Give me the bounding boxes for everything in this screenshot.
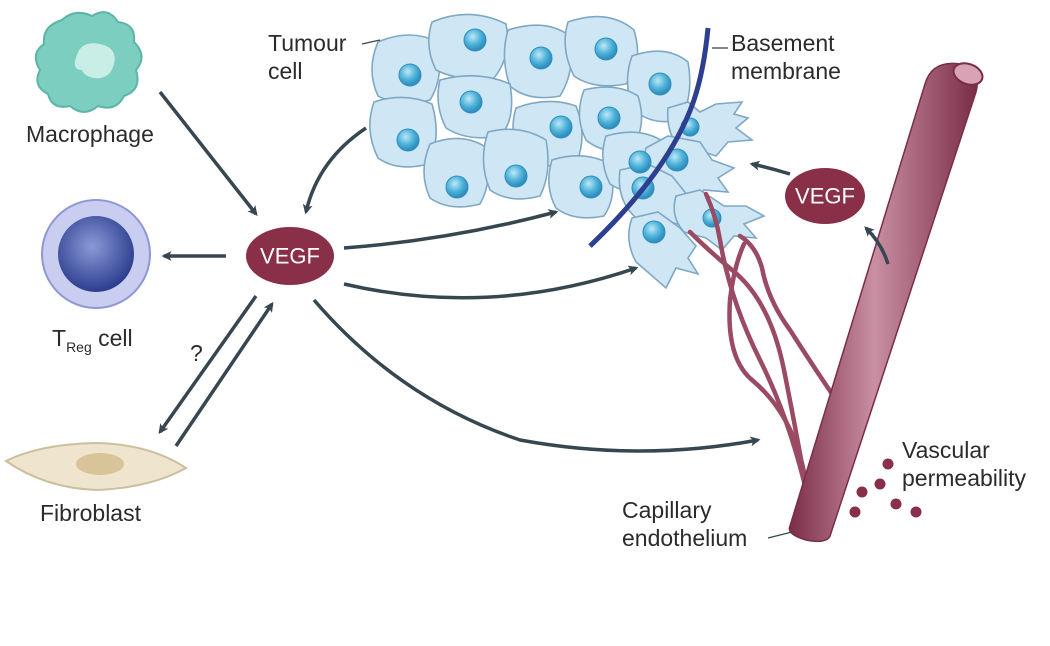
treg-label-sub: Reg	[66, 339, 92, 355]
macrophage-cell	[34, 11, 143, 113]
vascular-label-line1: Vascular	[902, 437, 990, 463]
leader-lines	[361, 39, 793, 539]
arrow-fibroblast-to-vegf	[174, 301, 274, 447]
arrow-vegf-to-endothelium	[312, 298, 761, 453]
capillary-sprouts	[687, 191, 853, 501]
capillary-label-line1: Capillary	[622, 497, 712, 523]
vascular-label-line2: permeability	[902, 465, 1026, 491]
treg-label: TReg cell	[52, 325, 133, 355]
permeability-dots	[849, 458, 922, 518]
tumour-label-line2: cell	[268, 58, 303, 84]
vegf-right-label: VEGF	[795, 184, 855, 209]
vessel-opening	[952, 62, 984, 86]
arrow-vessel-to-right-vegf	[864, 226, 890, 265]
arrow-right-vegf-to-tumour	[749, 160, 791, 176]
macrophage-label: Macrophage	[26, 121, 154, 147]
arrow-vegf-to-invasive-cells	[343, 265, 639, 300]
vegf-right: VEGF	[785, 168, 865, 224]
pathway-arrows	[158, 90, 890, 453]
capillary-vessel	[788, 62, 978, 543]
basement-label-line1: Basement	[731, 30, 835, 56]
capillary-label-line2: endothelium	[622, 525, 748, 551]
treg-cell	[41, 199, 151, 309]
treg-label-cell: cell	[91, 325, 133, 351]
fibroblast-label: Fibroblast	[40, 500, 141, 526]
tumour-label-line1: Tumour	[268, 30, 347, 56]
arrow-vegf-to-tumour	[343, 209, 559, 250]
vegf-central-label: VEGF	[260, 244, 320, 269]
arrow-vegf-to-fibroblast	[158, 294, 258, 435]
basement-membrane	[588, 27, 711, 248]
fibroblast-cell	[4, 441, 188, 492]
treg-label-t: T	[52, 325, 67, 351]
arrow-tumour-to-vegf	[302, 126, 367, 215]
vegf-central: VEGF	[246, 227, 334, 285]
basement-label-line2: membrane	[731, 58, 841, 84]
arrow-macrophage-to-vegf	[158, 90, 258, 216]
question-mark-label: ?	[190, 340, 203, 366]
